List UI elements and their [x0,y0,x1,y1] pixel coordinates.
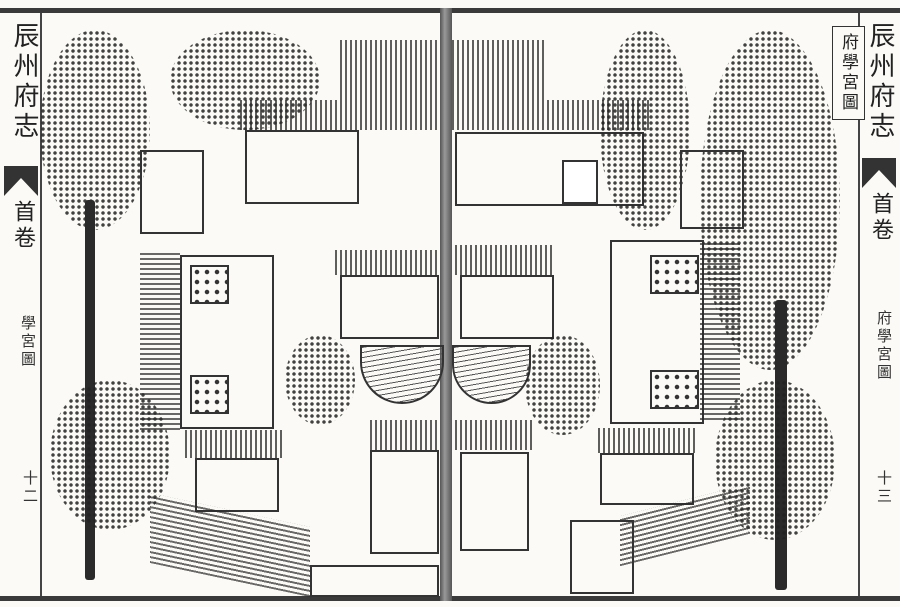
small-hall [195,458,279,512]
left-fishtail-icon [4,166,38,196]
gatehouse-roof [370,420,440,450]
lattice-window [650,255,699,294]
semicircular-pond [452,345,531,404]
side-building [140,150,204,234]
corridor [140,250,180,430]
tree-foliage [40,30,150,230]
hall-building [245,130,359,204]
left-book-title: 辰州府志 [9,22,39,142]
left-fishtail-label: 首卷 [10,200,35,252]
illustration-title-box: 府學宮圖 [832,26,865,120]
right-fishtail-label: 首卷 [868,192,893,244]
shrine-building [340,275,439,339]
low-wall [310,565,439,597]
right-book-title: 辰州府志 [865,22,895,142]
small-hall-roof [598,428,698,453]
right-margin-rule [858,13,860,596]
small-tree [525,335,600,435]
right-page-number: 十三 [875,470,893,506]
pavilion-roof [452,40,547,100]
wall-gate [570,520,634,594]
small-tree [285,335,355,425]
lattice-window [190,375,229,414]
book-gutter [440,8,452,601]
side-building [680,150,744,229]
hall-roof [240,100,440,130]
semicircular-pond [360,345,444,404]
shrine-roof [335,250,440,275]
left-section-title: 學宮圖 [19,315,37,369]
gatehouse [370,450,439,554]
left-page-number: 十二 [21,470,39,506]
shrine-roof [455,245,555,275]
main-hall-door [562,160,598,204]
pavilion-roof [340,40,440,100]
tree-foliage [600,30,690,230]
lattice-window [190,265,229,304]
lattice-window [650,370,699,409]
right-section-title: 府學宮圖 [875,310,893,382]
small-hall [600,453,694,505]
corridor [700,240,740,420]
small-hall-roof [185,430,285,458]
gatehouse [460,452,529,551]
gate-building [180,255,274,429]
right-fishtail-icon [862,158,896,188]
gatehouse-roof [455,420,535,450]
shrine-building [460,275,554,339]
left-margin-rule [40,13,42,596]
